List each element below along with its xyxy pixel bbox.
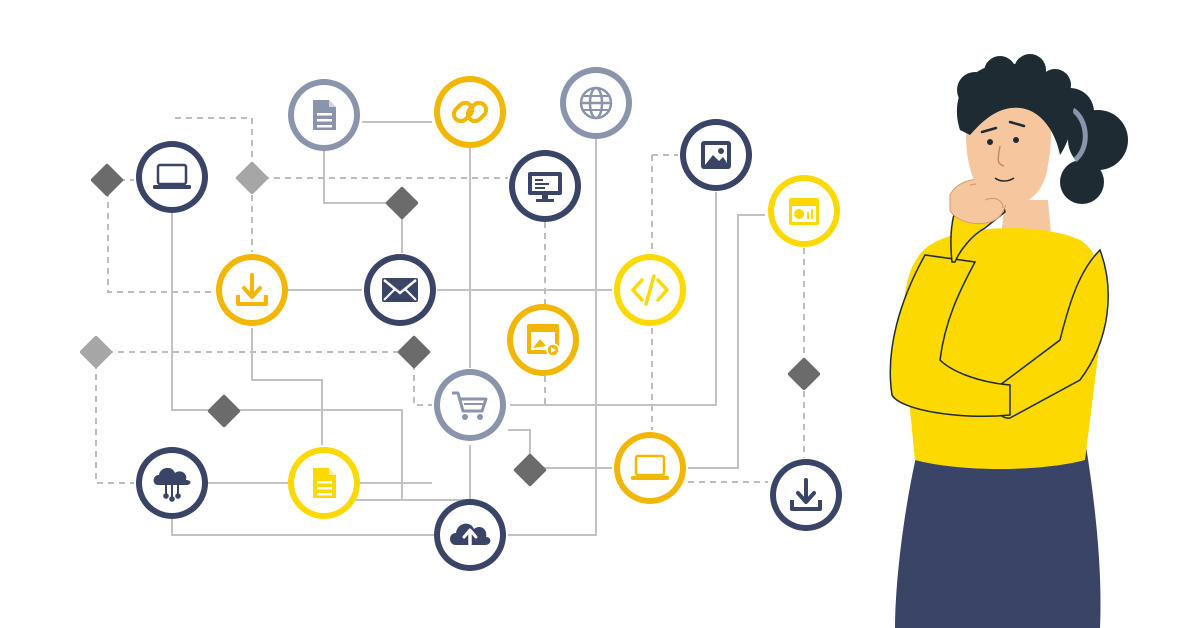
node-video-page	[507, 304, 579, 376]
node-globe	[560, 67, 632, 139]
diamond-junction	[90, 163, 124, 197]
download-icon	[236, 273, 268, 306]
node-document-2	[288, 447, 360, 519]
laptop-icon	[153, 163, 191, 189]
link-icon	[451, 100, 489, 124]
node-image	[680, 119, 752, 191]
document-icon	[313, 100, 336, 130]
video-page-icon	[527, 324, 560, 357]
monitor-code-icon	[528, 172, 562, 202]
icon-nodes	[136, 67, 842, 571]
node-mail	[364, 254, 436, 326]
globe-icon	[579, 86, 613, 120]
node-cloud-upload	[434, 499, 506, 571]
document-icon	[313, 468, 336, 498]
diamond-junction	[385, 186, 419, 220]
download-icon	[790, 478, 822, 511]
node-document-1	[288, 79, 360, 151]
node-face	[620, 438, 680, 498]
cloud-network-icon	[153, 467, 191, 502]
diamond-junction	[207, 394, 241, 428]
image-icon	[701, 141, 731, 169]
diamond-junctions	[79, 161, 821, 487]
diamond-junction	[79, 335, 113, 369]
calendar-chart-icon	[789, 198, 819, 225]
node-download-1	[216, 254, 288, 326]
diamond-junction	[787, 357, 821, 391]
node-code	[614, 254, 686, 326]
node-face	[142, 147, 202, 207]
shopping-cart-icon	[452, 391, 488, 420]
laptop-icon	[631, 454, 669, 480]
diamond-junction	[235, 161, 269, 195]
node-cart	[434, 369, 506, 441]
node-link	[434, 76, 506, 148]
node-monitor	[509, 150, 581, 222]
node-calendar	[768, 175, 840, 247]
node-cloud-network	[136, 447, 208, 519]
diamond-junction	[513, 453, 547, 487]
node-laptop-2	[614, 432, 686, 504]
diamond-junction	[397, 335, 431, 369]
node-download-2	[770, 459, 842, 531]
code-icon	[631, 274, 669, 306]
node-laptop-1	[136, 141, 208, 213]
thinking-woman-illustration	[889, 54, 1128, 628]
envelope-icon	[382, 278, 418, 302]
cloud-upload-icon	[450, 523, 491, 546]
